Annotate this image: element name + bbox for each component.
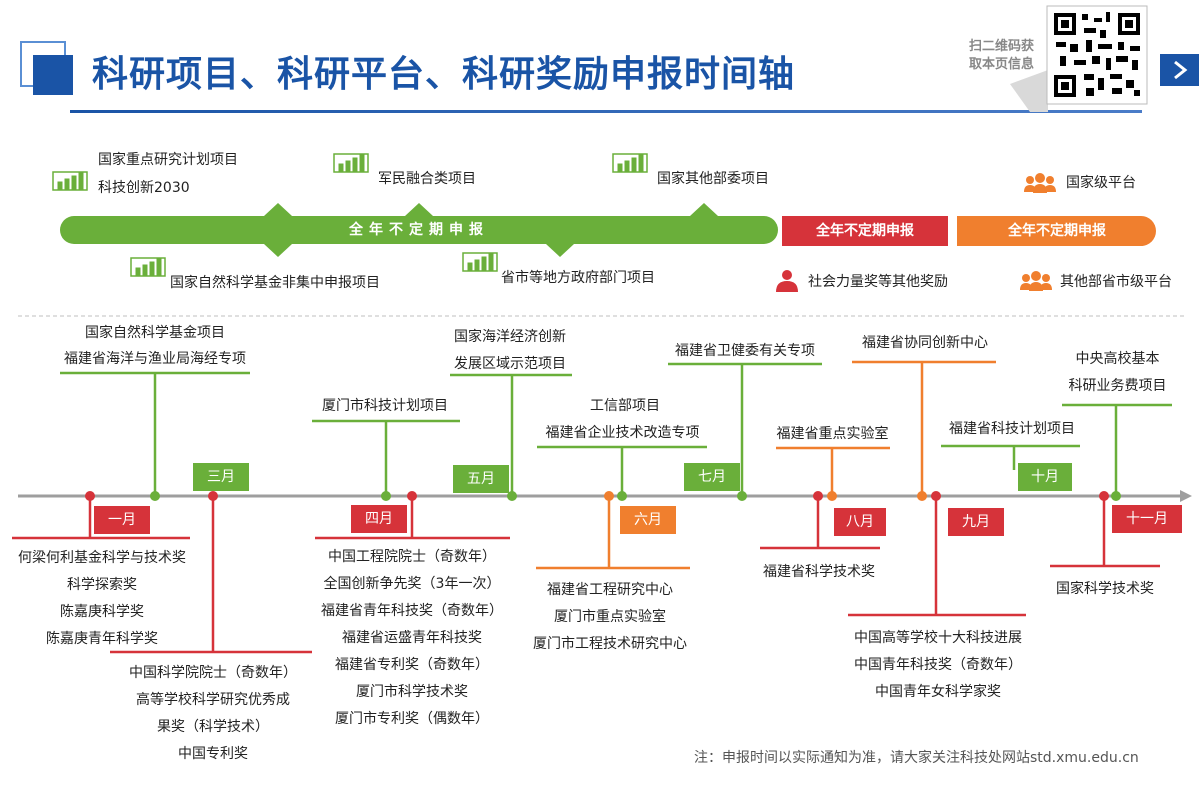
logo-square-fill	[33, 55, 73, 95]
below-apr-item: 全国创新争先奖（3年一次）	[323, 576, 501, 592]
below-sep-item: 中国青年女科学家奖	[875, 684, 1001, 700]
below-jun-item: 厦门市重点实验室	[554, 609, 666, 625]
page-title: 科研项目、科研平台、科研奖励申报时间轴	[92, 54, 796, 95]
month-oct: 十月	[1018, 463, 1072, 491]
award-person-icon	[776, 270, 798, 292]
month-may: 五月	[453, 465, 509, 493]
month-jun: 六月	[620, 506, 676, 534]
below-mar-item: 中国科学院院士（奇数年）	[129, 665, 297, 681]
below-apr-item: 厦门市专利奖（偶数年）	[335, 711, 489, 727]
below-aug-list: 福建省科学技术奖	[748, 559, 890, 586]
below-jan-item: 何梁何利基金科学与技术奖	[18, 550, 186, 566]
above-nov-line1: 中央高校基本	[1075, 351, 1160, 367]
below-sep-item: 中国青年科技奖（奇数年）	[854, 657, 1022, 673]
month-jul: 七月	[684, 463, 740, 491]
top-item-local-government: 省市等地方政府部门项目	[501, 270, 655, 286]
month-sep: 九月	[948, 508, 1004, 536]
chart-icon	[462, 252, 498, 272]
above-feb-line2: 福建省海洋与渔业局海经专项	[64, 351, 246, 367]
above-jul-line1: 福建省卫健委有关专项	[675, 343, 815, 359]
band-red-label: 全年不定期申报	[816, 223, 914, 239]
top-item-national-key: 国家重点研究计划项目	[98, 152, 238, 168]
above-feb-line1: 国家自然科学基金项目	[85, 325, 225, 341]
qr-shadow	[1010, 70, 1048, 112]
month-mar: 三月	[193, 463, 249, 491]
month-aug: 八月	[834, 508, 886, 536]
qr-hint-line2: 取本页信息	[968, 57, 1034, 72]
qr-code-icon	[1046, 5, 1148, 105]
below-jan-item: 陈嘉庚青年科学奖	[46, 631, 158, 647]
below-mar-item: 中国专利奖	[178, 746, 248, 762]
below-jun-item: 厦门市工程技术研究中心	[533, 636, 687, 652]
below-jan-list: 何梁何利基金科学与技术奖 科学探索奖 陈嘉庚科学奖 陈嘉庚青年科学奖	[6, 545, 198, 653]
above-apr-line1: 厦门市科技计划项目	[322, 398, 448, 414]
top-item-innovation-2030: 科技创新2030	[98, 180, 190, 196]
footer-note: 注：申报时间以实际通知为准，请大家关注科技处网站std.xmu.edu.cn	[694, 750, 1139, 766]
timeline-dots	[85, 491, 1121, 501]
chart-icon	[52, 171, 88, 191]
month-apr: 四月	[351, 505, 407, 533]
people-group-icon	[1024, 173, 1056, 193]
below-sep-list: 中国高等学校十大科技进展 中国青年科技奖（奇数年） 中国青年女科学家奖	[838, 625, 1038, 706]
below-mar-item: 高等学校科学研究优秀成	[136, 692, 290, 708]
above-may-line2: 发展区域示范项目	[454, 356, 566, 372]
below-apr-item: 中国工程院院士（奇数年）	[328, 549, 496, 565]
above-jun-line1: 工信部项目	[590, 398, 660, 414]
above-sep-line1: 福建省协同创新中心	[862, 335, 988, 351]
chevron-right-icon	[1174, 60, 1188, 80]
below-sep-item: 中国高等学校十大科技进展	[854, 630, 1022, 646]
top-item-other-platform: 其他部省市级平台	[1060, 274, 1172, 290]
below-jun-item: 福建省工程研究中心	[547, 582, 673, 598]
timeline-arrowhead	[1180, 490, 1192, 502]
band-green-bg	[60, 216, 778, 244]
top-item-other-ministries: 国家其他部委项目	[657, 171, 769, 187]
chart-icon	[612, 153, 648, 173]
header-underline	[70, 110, 1142, 113]
top-item-military-civil: 军民融合类项目	[378, 171, 476, 187]
chart-icon	[333, 153, 369, 173]
below-aug-item: 福建省科学技术奖	[763, 564, 875, 580]
top-item-social-awards: 社会力量奖等其他奖励	[808, 274, 948, 290]
qr-hint: 扫二维码获 取本页信息	[956, 38, 1034, 74]
people-group-icon	[1020, 271, 1052, 291]
below-mar-list: 中国科学院院士（奇数年） 高等学校科学研究优秀成 果奖（科学技术） 中国专利奖	[106, 660, 320, 768]
above-jun-line2: 福建省企业技术改造专项	[545, 425, 700, 441]
next-page-button[interactable]	[1160, 54, 1199, 86]
below-jan-item: 陈嘉庚科学奖	[60, 604, 144, 620]
below-nov-item: 国家科学技术奖	[1056, 581, 1154, 597]
below-apr-list: 中国工程院院士（奇数年） 全国创新争先奖（3年一次） 福建省青年科技奖（奇数年）…	[306, 544, 518, 733]
below-apr-item: 福建省运盛青年科技奖	[342, 630, 482, 646]
top-item-national-platform: 国家级平台	[1066, 175, 1136, 191]
chart-icon	[130, 257, 166, 277]
below-mar-item: 果奖（科学技术）	[157, 719, 269, 735]
band-green-label: 全年不定期申报	[349, 222, 489, 238]
above-nov-line2: 科研业务费项目	[1068, 378, 1167, 394]
top-item-nsfc-nonconcentrated: 国家自然科学基金非集中申报项目	[170, 275, 380, 291]
month-nov: 十一月	[1112, 505, 1182, 533]
below-apr-item: 福建省青年科技奖（奇数年）	[321, 603, 503, 619]
below-nov-list: 国家科学技术奖	[1040, 576, 1170, 603]
band-orange-label: 全年不定期申报	[1008, 223, 1106, 239]
month-jan: 一月	[94, 506, 150, 534]
below-jan-item: 科学探索奖	[67, 577, 137, 593]
above-oct-line1: 福建省科技计划项目	[949, 421, 1075, 437]
above-aug-line1: 福建省重点实验室	[776, 426, 889, 442]
band-orange-bg	[957, 216, 1156, 246]
below-apr-item: 福建省专利奖（奇数年）	[335, 657, 489, 673]
band-red-bg	[782, 216, 948, 246]
next-button-bg	[1160, 54, 1199, 86]
below-apr-item: 厦门市科学技术奖	[356, 684, 468, 700]
qr-hint-line1: 扫二维码获	[968, 39, 1034, 54]
below-jun-list: 福建省工程研究中心 厦门市重点实验室 厦门市工程技术研究中心	[520, 577, 700, 658]
above-may-line1: 国家海洋经济创新	[454, 329, 566, 345]
